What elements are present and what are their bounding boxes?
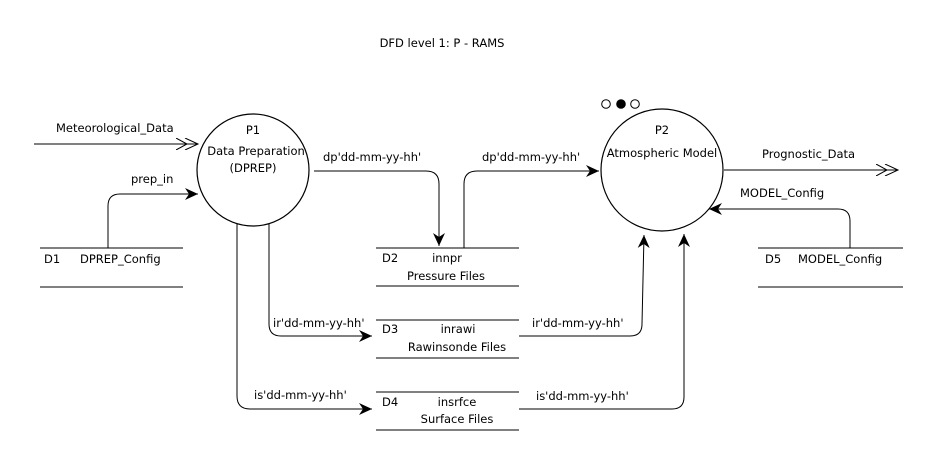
flow-model-config[interactable]: MODEL_Config <box>709 186 851 248</box>
store-d1-id: D1 <box>44 252 60 266</box>
store-d2-desc: Pressure Files <box>407 269 485 283</box>
process-p2[interactable]: P2 Atmospheric Model <box>600 108 724 232</box>
store-d2-id: D2 <box>382 251 398 265</box>
store-d4-id: D4 <box>382 395 398 409</box>
flow-dp-to-p2[interactable]: dp'dd-mm-yy-hh' <box>463 150 599 248</box>
flow-dp-to-d2-label: dp'dd-mm-yy-hh' <box>323 150 421 164</box>
store-d4[interactable]: D4 insrfce Surface Files <box>376 391 519 431</box>
diagram-title: DFD level 1: P - RAMS <box>380 36 505 50</box>
flow-is-to-p2-label: is'dd-mm-yy-hh' <box>536 389 629 403</box>
store-d2-name: innpr <box>432 251 462 265</box>
process-p1-name: Data Preparation <box>207 144 305 158</box>
flow-prep-in[interactable]: prep_in <box>107 172 198 248</box>
flow-dp-to-d2[interactable]: dp'dd-mm-yy-hh' <box>314 150 445 246</box>
flow-is-to-p2[interactable]: is'dd-mm-yy-hh' <box>519 234 690 410</box>
store-d3[interactable]: D3 inrawi Rawinsonde Files <box>376 319 519 359</box>
decomposition-indicator <box>601 99 640 109</box>
flow-ir-to-p2-label: ir'dd-mm-yy-hh' <box>532 316 623 330</box>
process-p2-name: Atmospheric Model <box>607 146 718 160</box>
flow-ir-to-p2[interactable]: ir'dd-mm-yy-hh' <box>519 234 650 337</box>
flow-ir-to-d3[interactable]: ir'dd-mm-yy-hh' <box>268 224 372 342</box>
flow-ir-to-d3-label: ir'dd-mm-yy-hh' <box>273 316 364 330</box>
store-d4-desc: Surface Files <box>421 412 494 426</box>
store-d3-desc: Rawinsonde Files <box>408 340 506 354</box>
store-d2[interactable]: D2 innpr Pressure Files <box>376 247 519 287</box>
flow-is-to-d4[interactable]: is'dd-mm-yy-hh' <box>236 224 372 415</box>
store-d5-id: D5 <box>765 252 781 266</box>
flow-prognostic-data[interactable]: Prognostic_Data <box>724 147 898 170</box>
store-d3-name: inrawi <box>441 322 476 336</box>
flow-model-config-label: MODEL_Config <box>740 186 824 200</box>
flow-is-to-d4-label: is'dd-mm-yy-hh' <box>254 388 347 402</box>
flow-meteorological-data[interactable]: Meteorological_Data <box>34 121 198 144</box>
flow-meteorological-data-label: Meteorological_Data <box>56 121 174 135</box>
store-d3-id: D3 <box>382 322 398 336</box>
store-d1-name: DPREP_Config <box>80 252 161 266</box>
flow-prep-in-label: prep_in <box>131 172 173 186</box>
process-p1-subname: (DPREP) <box>230 161 277 175</box>
flow-dp-to-p2-label: dp'dd-mm-yy-hh' <box>482 150 580 164</box>
store-d4-name: insrfce <box>438 395 477 409</box>
process-p2-id: P2 <box>655 123 669 137</box>
flow-prognostic-data-label: Prognostic_Data <box>762 147 855 161</box>
process-p1-id: P1 <box>246 123 260 137</box>
process-p1[interactable]: P1 Data Preparation (DPREP) <box>196 113 310 227</box>
store-d5[interactable]: D5 MODEL_Config <box>758 247 903 288</box>
store-d1[interactable]: D1 DPREP_Config <box>40 247 183 288</box>
store-d5-name: MODEL_Config <box>798 252 882 266</box>
